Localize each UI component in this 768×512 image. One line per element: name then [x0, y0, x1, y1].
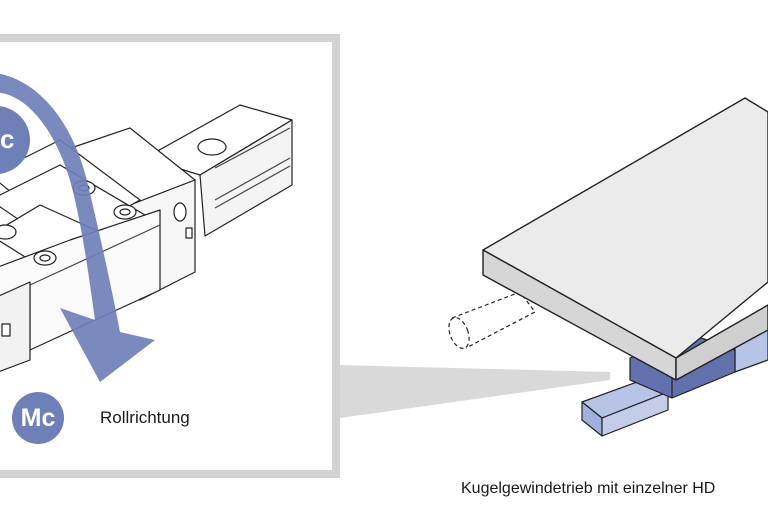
figure-caption: Kugelgewindetrieb mit einzelner HD: [461, 480, 716, 497]
table-plate-top: [482, 97, 768, 359]
moment-badge-label: Mc: [20, 404, 56, 432]
guide-rail-side: [199, 119, 293, 237]
linear-guide-drawing: [0, 104, 293, 372]
carriage-front: [0, 209, 161, 362]
carriage-bolt-hole: [0, 224, 17, 240]
ball-screw-assembly: [448, 97, 768, 437]
roll-direction-label: Rollrichtung: [100, 408, 190, 427]
callout-funnel: [340, 365, 610, 418]
rotation-arrow: [0, 73, 155, 382]
table-plate-right: [675, 304, 768, 381]
moment-badge: [12, 392, 64, 444]
rail-bolt-hole: [197, 138, 227, 156]
moment-badge-top: [0, 106, 30, 174]
ball-screw-shaft: [448, 291, 536, 349]
moment-badge-top-label: c: [0, 124, 15, 154]
